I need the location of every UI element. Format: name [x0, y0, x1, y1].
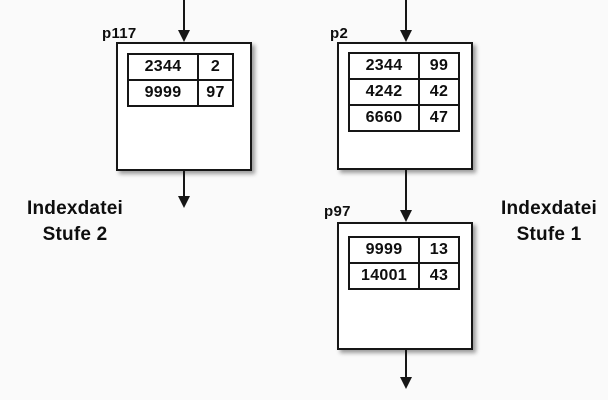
table-row: 4242 42 — [348, 78, 460, 106]
caption-line-2: Stufe 2 — [42, 224, 108, 245]
key-cell: 6660 — [348, 104, 420, 132]
pointer-cell: 99 — [418, 52, 460, 80]
pointer-cell: 42 — [418, 78, 460, 106]
arrow-down-icon — [400, 350, 412, 389]
arrow-down-icon — [400, 0, 412, 42]
table-row: 9999 13 — [348, 236, 460, 264]
caption-line-2: Stufe 1 — [516, 224, 582, 245]
key-cell: 14001 — [348, 262, 420, 290]
table-row: 2344 99 — [348, 52, 460, 80]
index-page-p97: 9999 13 14001 43 — [337, 222, 473, 350]
pointer-cell: 47 — [418, 104, 460, 132]
index-table-p2: 2344 99 4242 42 6660 47 — [348, 52, 460, 132]
arrow-down-icon — [400, 170, 412, 222]
index-page-p117: 2344 2 9999 97 — [116, 42, 252, 171]
table-row: 2344 2 — [127, 53, 234, 81]
key-cell: 2344 — [127, 53, 199, 81]
pointer-cell: 43 — [418, 262, 460, 290]
table-row: 14001 43 — [348, 262, 460, 290]
caption-indexdatei-stufe-2: Indexdatei Stufe 2 — [8, 196, 142, 248]
page-label-p2: p2 — [330, 25, 349, 42]
page-label-p117: p117 — [102, 25, 137, 42]
pointer-cell: 97 — [197, 79, 234, 107]
caption-line-1: Indexdatei — [501, 198, 597, 219]
index-table-p117: 2344 2 9999 97 — [127, 53, 234, 107]
pointer-cell: 2 — [197, 53, 234, 81]
index-page-p2: 2344 99 4242 42 6660 47 — [337, 42, 473, 170]
index-table-p97: 9999 13 14001 43 — [348, 236, 460, 290]
page-label-p97: p97 — [324, 203, 351, 220]
arrow-down-icon — [178, 0, 190, 42]
key-cell: 9999 — [127, 79, 199, 107]
caption-indexdatei-stufe-1: Indexdatei Stufe 1 — [482, 196, 608, 248]
key-cell: 4242 — [348, 78, 420, 106]
caption-line-1: Indexdatei — [27, 198, 123, 219]
key-cell: 9999 — [348, 236, 420, 264]
table-row: 6660 47 — [348, 104, 460, 132]
arrow-down-icon — [178, 171, 190, 208]
pointer-cell: 13 — [418, 236, 460, 264]
table-row: 9999 97 — [127, 79, 234, 107]
key-cell: 2344 — [348, 52, 420, 80]
